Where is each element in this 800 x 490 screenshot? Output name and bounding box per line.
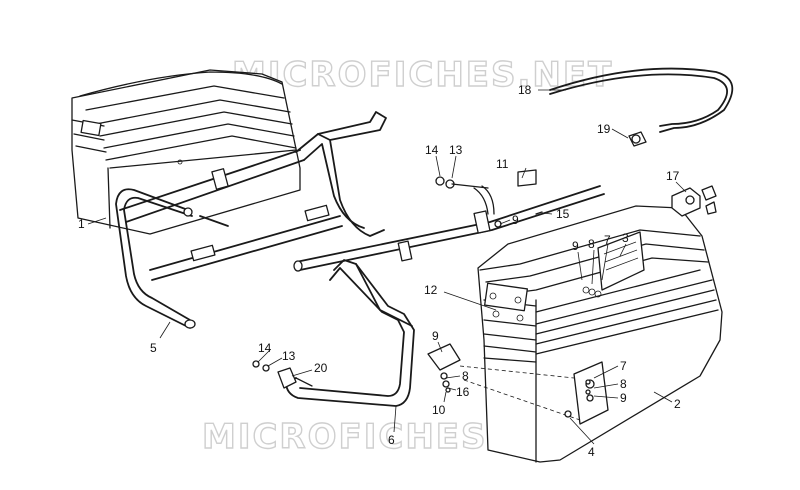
callout-8: 8 <box>620 377 627 391</box>
callout-9: 9 <box>620 391 627 405</box>
callout-3: 3 <box>622 231 629 245</box>
right-pannier-case <box>459 205 723 463</box>
watermark-top: MICROFICHES.NET <box>232 55 613 95</box>
callout-10: 10 <box>432 403 446 417</box>
callout-9: 9 <box>572 239 579 253</box>
callout-17: 17 <box>666 169 680 183</box>
leader-lines <box>87 89 687 445</box>
callout-15: 15 <box>556 207 570 221</box>
hardware <box>252 169 591 418</box>
callout-13: 13 <box>282 349 296 363</box>
callout-labels: 18 19 14 13 11 17 9 15 9 8 7 3 1 12 5 9 … <box>78 83 681 459</box>
right-rack-frame <box>285 259 415 407</box>
callout-9: 9 <box>432 329 439 343</box>
callout-8: 8 <box>462 369 469 383</box>
lock-cable <box>549 67 734 147</box>
callout-6: 6 <box>388 433 395 447</box>
callout-13: 13 <box>449 143 463 157</box>
callout-18: 18 <box>518 83 532 97</box>
callout-20: 20 <box>314 361 328 375</box>
callout-12: 12 <box>424 283 438 297</box>
callout-14: 14 <box>425 143 439 157</box>
left-pannier-case <box>71 69 301 235</box>
callout-16: 16 <box>456 385 470 399</box>
callout-1: 1 <box>78 217 85 231</box>
callout-7: 7 <box>604 233 611 247</box>
lock-assembly <box>671 185 717 217</box>
callout-19: 19 <box>597 122 611 136</box>
callout-9: 9 <box>512 213 519 227</box>
callout-11: 11 <box>496 157 509 171</box>
callout-4: 4 <box>588 445 595 459</box>
left-rack-frame <box>115 111 387 329</box>
callout-5: 5 <box>150 341 157 355</box>
crossbar <box>293 185 605 272</box>
callout-7: 7 <box>620 359 627 373</box>
callout-14: 14 <box>258 341 272 355</box>
callout-8: 8 <box>588 237 595 251</box>
callout-2: 2 <box>674 397 681 411</box>
